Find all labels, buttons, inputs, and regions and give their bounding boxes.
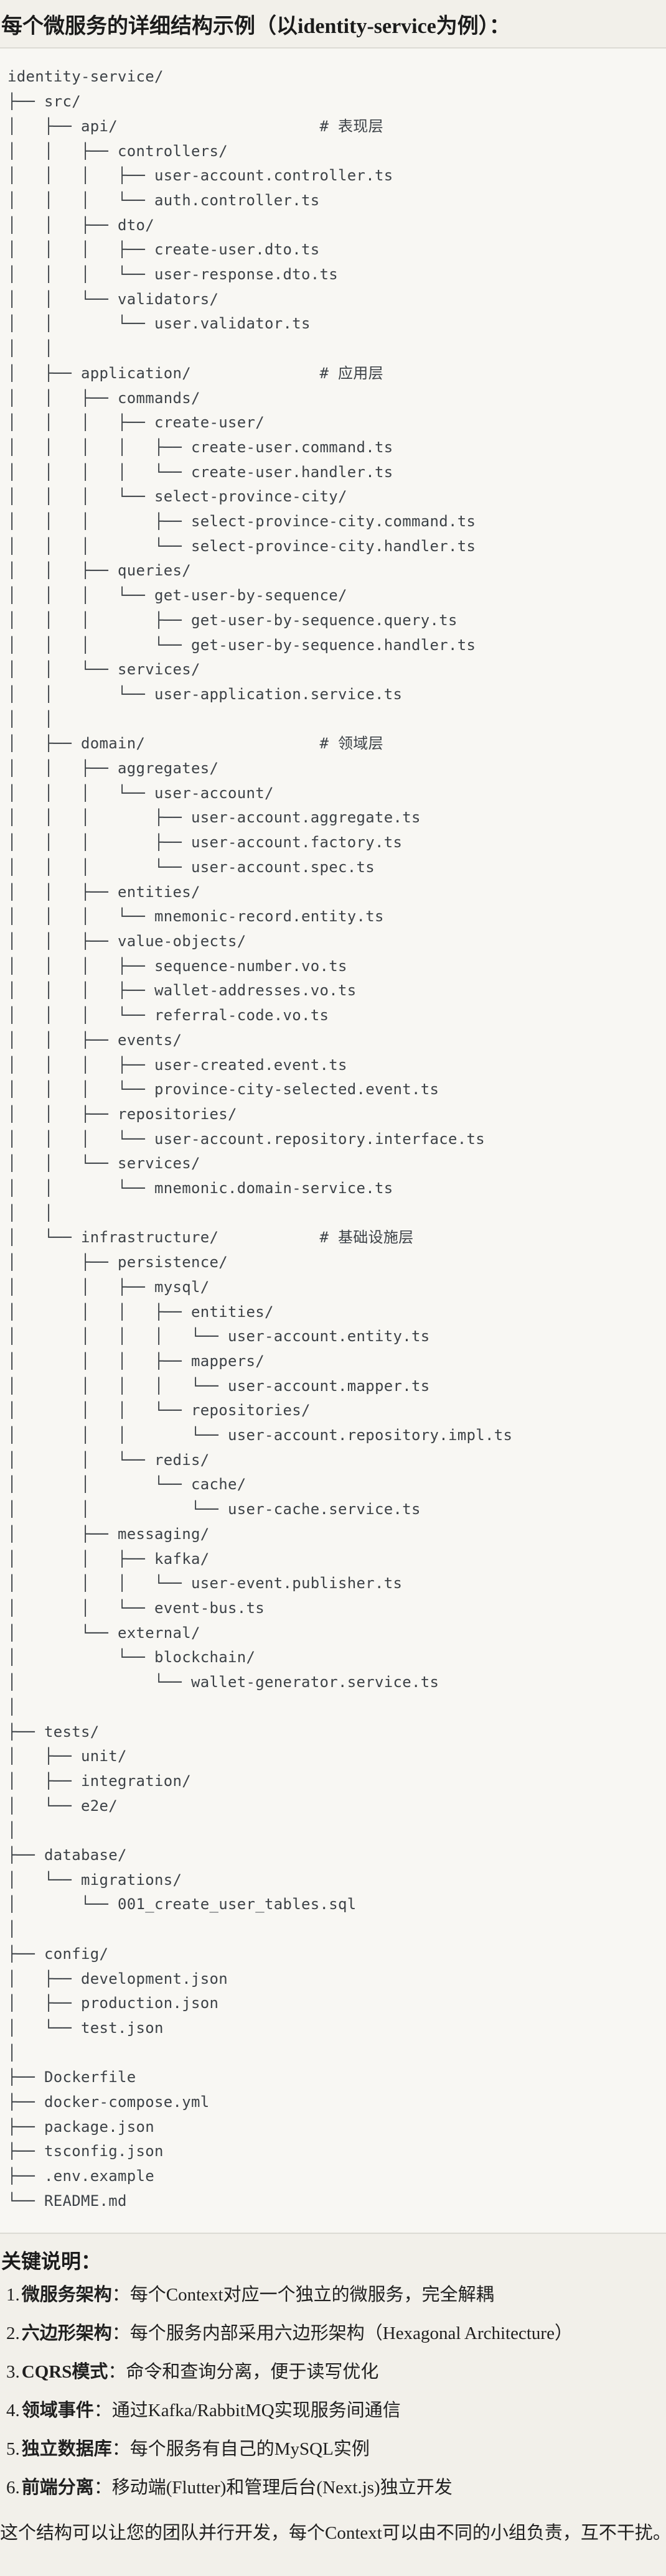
summary-paragraph: 这个结构可以让您的团队并行开发，每个Context可以由不同的小组负责，互不干扰… (0, 2523, 666, 2544)
note-number: 6. (6, 2478, 20, 2498)
page-title: 每个微服务的详细结构示例（以identity-service为例）： (1, 15, 510, 38)
key-notes-list: 1.微服务架构：每个Context对应一个独立的微服务，完全解耦 2.六边形架构… (0, 2284, 666, 2499)
note-text: ：每个Context对应一个独立的微服务，完全解耦 (111, 2285, 494, 2305)
notes-heading: 关键说明： (1, 2249, 101, 2272)
note-label: 微服务架构 (21, 2285, 112, 2305)
note-text: ：每个服务有自己的MySQL实例 (111, 2439, 370, 2460)
note-item: 4.领域事件：通过Kafka/RabbitMQ实现服务间通信 (6, 2399, 666, 2422)
note-text: ：移动端(Flutter)和管理后台(Next.js)独立开发 (93, 2478, 453, 2498)
note-label: 前端分离 (21, 2478, 94, 2498)
note-item: 6.前端分离：移动端(Flutter)和管理后台(Next.js)独立开发 (6, 2476, 666, 2499)
directory-tree: identity-service/ ├── src/ │ ├── api/ # … (7, 68, 513, 2210)
note-number: 3. (6, 2362, 20, 2383)
code-block: identity-service/ ├── src/ │ ├── api/ # … (0, 47, 666, 2234)
note-item: 2.六边形架构：每个服务内部采用六边形架构（Hexagonal Architec… (6, 2322, 666, 2345)
note-label: 六边形架构 (21, 2323, 112, 2344)
document: 每个微服务的详细结构示例（以identity-service为例）： ident… (0, 15, 666, 2545)
note-number: 5. (6, 2439, 20, 2460)
note-number: 4. (6, 2401, 20, 2421)
note-label: 领域事件 (21, 2401, 94, 2421)
key-notes-section: 关键说明： 1.微服务架构：每个Context对应一个独立的微服务，完全解耦 2… (0, 2250, 666, 2546)
note-item: 3.CQRS模式：命令和查询分离，便于读写优化 (6, 2361, 666, 2383)
note-label: CQRS模式 (21, 2362, 108, 2383)
note-text: ：通过Kafka/RabbitMQ实现服务间通信 (93, 2401, 401, 2421)
note-item: 5.独立数据库：每个服务有自己的MySQL实例 (6, 2438, 666, 2460)
note-text: ：命令和查询分离，便于读写优化 (108, 2362, 379, 2383)
note-item: 1.微服务架构：每个Context对应一个独立的微服务，完全解耦 (6, 2284, 666, 2306)
note-number: 2. (6, 2323, 20, 2344)
note-label: 独立数据库 (21, 2439, 112, 2460)
note-text: ：每个服务内部采用六边形架构（Hexagonal Architecture） (111, 2323, 573, 2344)
note-number: 1. (6, 2285, 20, 2305)
